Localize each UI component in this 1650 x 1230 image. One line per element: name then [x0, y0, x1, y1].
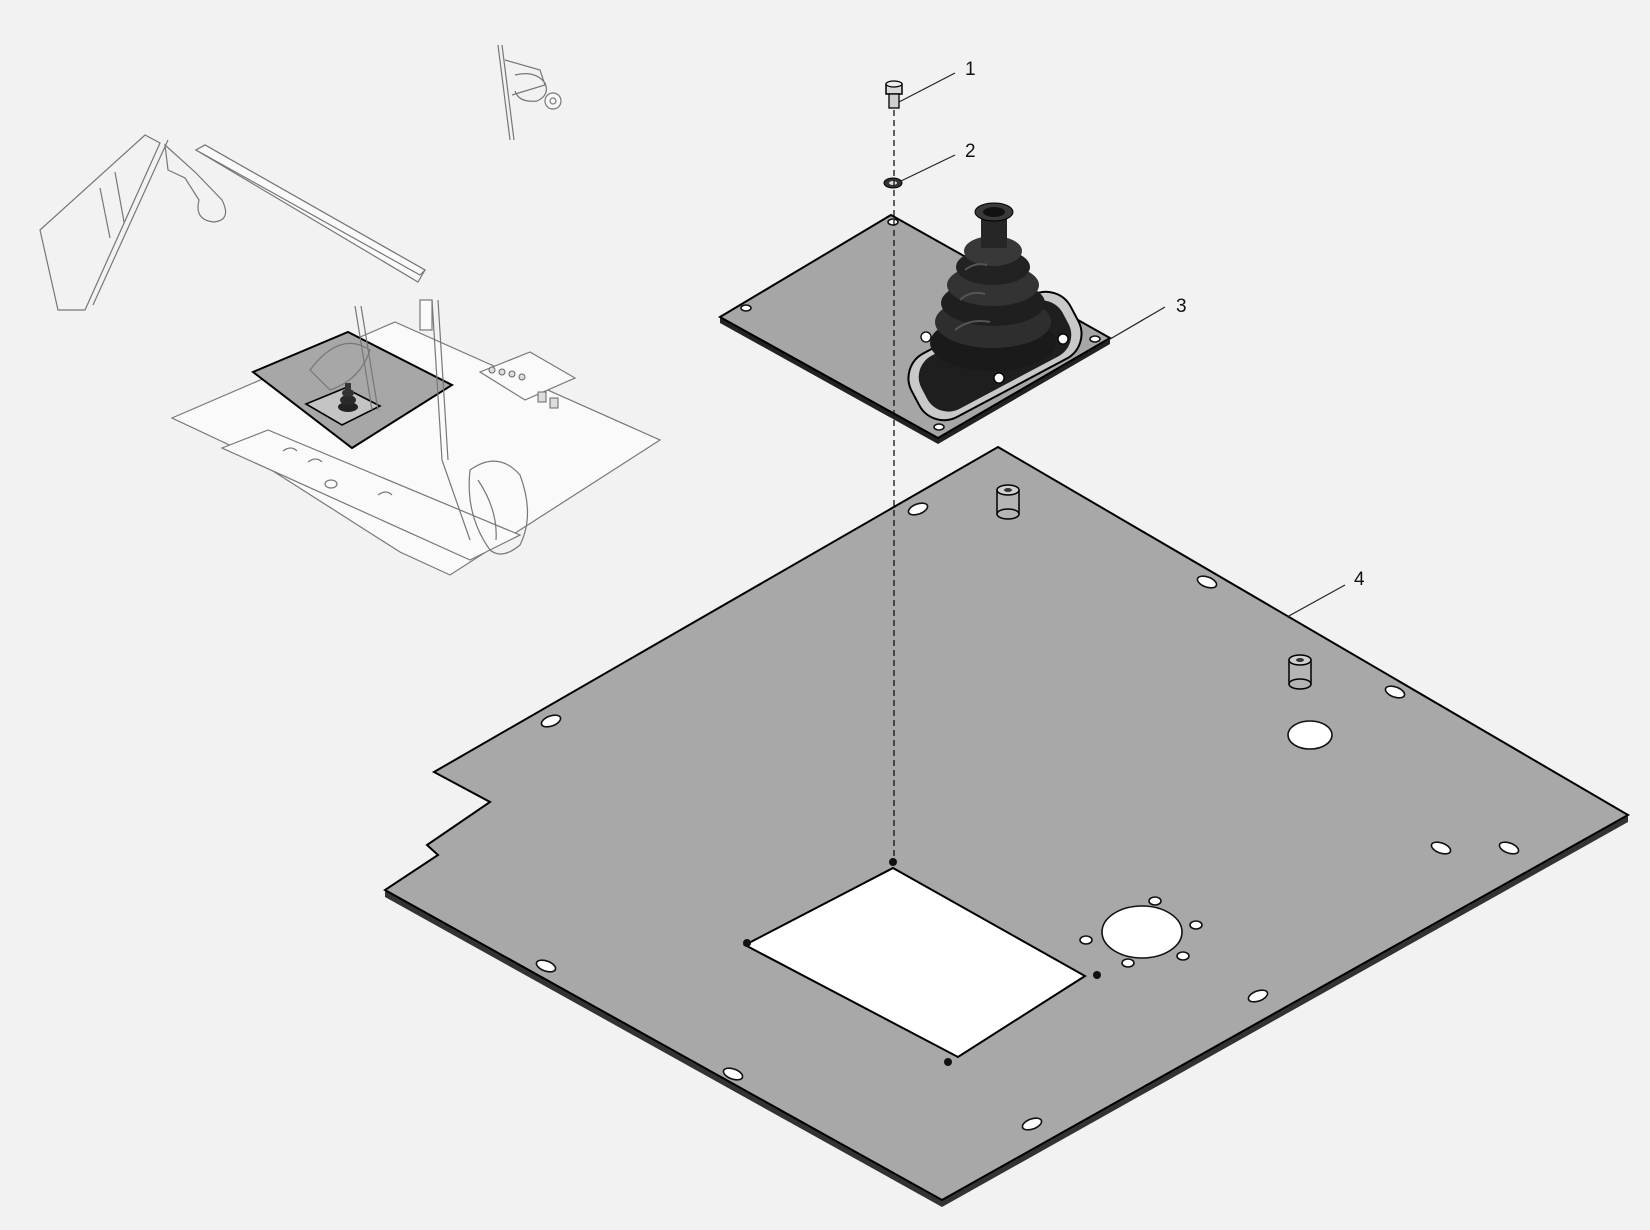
callout-2: 2 — [900, 141, 976, 182]
inset-rail-top — [194, 144, 426, 276]
floor-plate-round-hole — [1101, 905, 1183, 959]
floor-plate-standoff-1 — [996, 484, 1020, 520]
cover-plate-holes — [740, 218, 1101, 431]
inset-mirror — [497, 44, 562, 141]
context-inset — [39, 44, 662, 576]
floor-plate-standoff-2 — [1288, 654, 1312, 690]
floor-plate-fastener-holes — [743, 858, 1101, 1066]
callout-4-leader — [1286, 584, 1346, 618]
part-3-cover-plate — [717, 202, 1113, 444]
inset-handle-mount — [164, 143, 227, 223]
callout-2-leader — [900, 154, 956, 182]
inset-boot — [338, 383, 358, 412]
rubber-boot — [930, 202, 1056, 371]
floor-plate-surface — [383, 445, 1631, 1202]
callout-4-label: 4 — [1354, 569, 1365, 590]
part-2-washer — [883, 177, 903, 189]
inset-lever — [354, 299, 471, 541]
inset-floor-holes — [282, 447, 393, 496]
inset-armrest — [468, 460, 529, 555]
floor-plate-square-cutout — [742, 866, 1087, 1059]
inset-highlight-plate — [251, 330, 455, 450]
callout-1-label: 1 — [965, 59, 976, 80]
callout-3-leader — [1104, 306, 1166, 343]
callout-3: 3 — [1104, 296, 1187, 343]
callout-1: 1 — [898, 59, 976, 103]
inset-floor-step — [220, 429, 522, 561]
floor-plate-upper-hole — [1287, 720, 1333, 750]
floor-plate-slots — [535, 502, 1520, 1131]
inset-bracket — [419, 299, 433, 331]
callout-1-leader — [898, 72, 956, 103]
callout-3-label: 3 — [1176, 296, 1187, 317]
callout-4: 4 — [1286, 569, 1365, 618]
part-1-bolt — [885, 80, 903, 109]
inset-side-panel — [478, 351, 577, 401]
callout-2-label: 2 — [965, 141, 976, 162]
part-4-floor-plate — [383, 445, 1631, 1207]
inset-handle — [39, 134, 169, 311]
inset-switches — [488, 366, 559, 409]
inset-seat-shape — [309, 342, 371, 391]
floor-plate-bolt-holes — [1079, 896, 1203, 968]
